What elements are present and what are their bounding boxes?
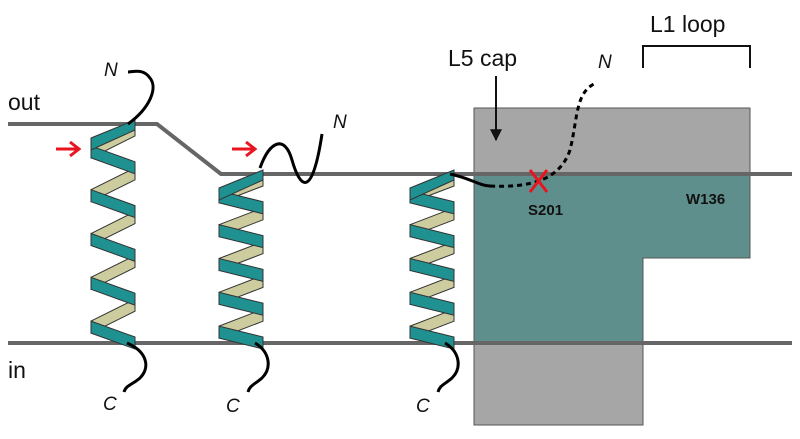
helix-1-n-tail (127, 69, 155, 126)
label-l1-loop: L1 loop (650, 11, 725, 37)
membrane-outer-line (8, 122, 792, 176)
l1-loop-bracket (642, 45, 751, 68)
helix-1-c-label: C (103, 394, 117, 415)
helix-2-c-tail (246, 341, 270, 393)
protein-lower-grey (473, 343, 644, 426)
helix-2-c-label: C (226, 396, 240, 417)
helix-ribbon-front (409, 257, 455, 283)
helix-ribbon-front (218, 291, 264, 316)
helix-ribbon-front (218, 169, 264, 201)
helix-ribbon-front (90, 119, 136, 151)
label-in: in (8, 357, 26, 383)
helix-3-n-dashed (489, 81, 597, 188)
label-w136: W136 (686, 191, 725, 208)
label-s201: S201 (528, 202, 563, 219)
helix-1-n-label: N (104, 60, 118, 81)
helix-ribbon-front (409, 169, 455, 201)
label-out: out (8, 89, 41, 115)
helix-ribbon-front (90, 188, 136, 219)
helix-2 (218, 169, 264, 350)
helix-3 (409, 169, 455, 350)
helix-ribbon-front (409, 291, 455, 316)
helix-3-n-label: N (598, 52, 612, 73)
helix-3-n-tail (449, 172, 491, 188)
helix-1-c-tail (122, 341, 148, 393)
helix-3-c-tail (436, 341, 460, 393)
helix-2-n-tail (258, 133, 324, 184)
red-arrow-icon (56, 140, 82, 158)
helix-ribbon-front (218, 224, 264, 249)
x-mark-icon (528, 169, 549, 193)
red-arrow-icon (232, 140, 258, 158)
helix-ribbon-front (90, 145, 136, 175)
helix-ribbon-front (90, 276, 136, 306)
helix-1 (90, 119, 136, 350)
label-l5-cap: L5 cap (448, 45, 517, 71)
protein-upper-grey (473, 107, 751, 175)
helix-ribbon-front (409, 224, 455, 249)
helix-ribbon-front (218, 257, 264, 283)
helix-ribbon-front (90, 232, 136, 263)
helix-2-n-label: N (333, 112, 347, 133)
helix-3-c-label: C (416, 396, 430, 417)
